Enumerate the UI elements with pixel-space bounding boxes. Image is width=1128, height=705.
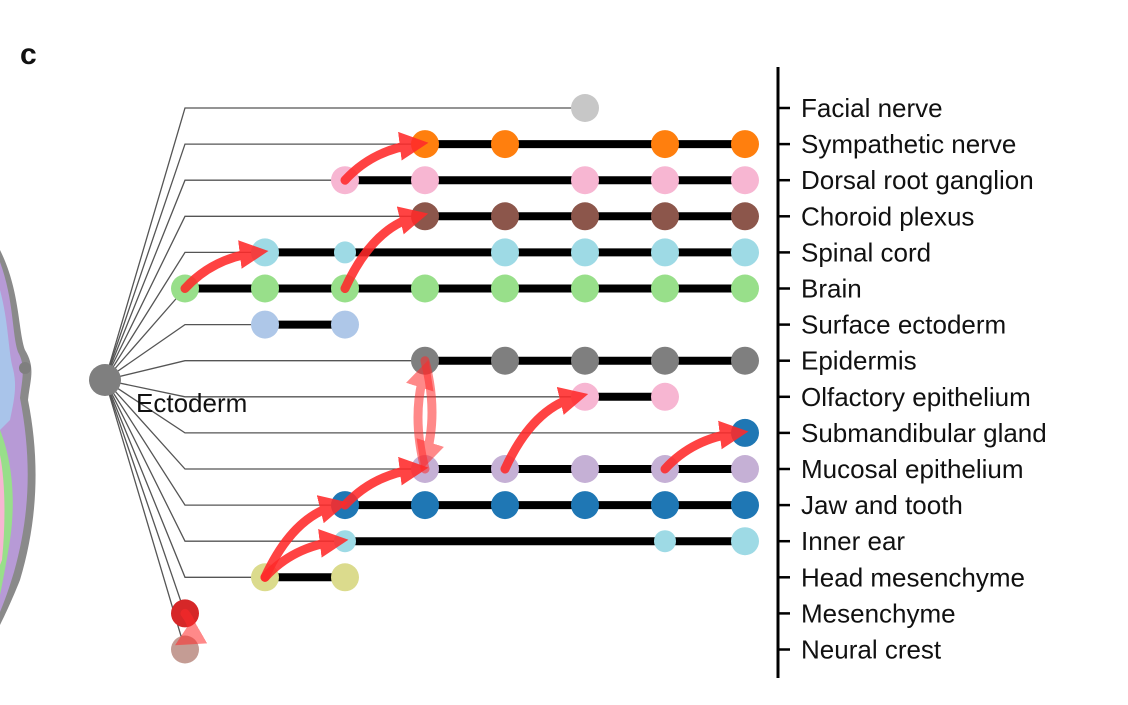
cell-state-node [651, 274, 679, 303]
branch-line [104, 107, 585, 381]
cell-state-node [651, 166, 679, 195]
cell-state-node [731, 274, 759, 303]
row-label: Submandibular gland [801, 418, 1047, 448]
branch-line [104, 379, 265, 578]
transition-arrow [340, 131, 429, 185]
branch-line [104, 379, 186, 650]
row-label: Mesenchyme [801, 598, 956, 628]
tree-branches [104, 107, 745, 650]
row-label: Dorsal root ganglion [801, 165, 1034, 195]
cell-state-node [571, 94, 599, 122]
branch-line [104, 179, 345, 381]
row-label: Facial nerve [801, 93, 943, 123]
cell-state-node [651, 202, 679, 231]
cell-state-node [331, 310, 359, 339]
cell-state-node [411, 166, 439, 195]
cell-state-node [571, 346, 599, 375]
row-label: Sympathetic nerve [801, 129, 1016, 159]
row-axis [776, 67, 790, 678]
branch-line [104, 143, 425, 381]
cell-state-node [411, 491, 439, 520]
cell-state-node [571, 455, 599, 483]
cell-state-node [491, 274, 519, 303]
transition-arrows [175, 131, 749, 646]
root-node [89, 364, 121, 396]
cell-state-node [731, 455, 759, 483]
cell-state-node [411, 274, 439, 303]
transition-arrow [500, 386, 589, 474]
cell-state-node [731, 346, 759, 375]
row-label: Mucosal epithelium [801, 454, 1024, 484]
transition-arrow [175, 608, 208, 646]
cell-state-node [491, 238, 519, 267]
cell-state-node [651, 491, 679, 520]
cell-state-node [491, 346, 519, 375]
cell-state-node [651, 382, 679, 411]
branch-line [104, 379, 745, 434]
transition-arrow [340, 206, 429, 293]
branch-line [104, 360, 425, 381]
panel-label: c [20, 38, 37, 71]
cell-state-node [491, 491, 519, 520]
cell-state-node [334, 241, 356, 264]
cell-state-node [571, 491, 599, 520]
row-label: Head mesenchyme [801, 562, 1025, 592]
cell-state-node [731, 491, 759, 520]
transition-arrow [180, 240, 269, 293]
cell-state-node [731, 130, 759, 159]
row-label: Jaw and tooth [801, 490, 963, 520]
cell-state-node [251, 310, 279, 339]
cell-state-node [571, 274, 599, 303]
row-label: Spinal cord [801, 237, 931, 267]
cell-state-node [571, 166, 599, 195]
row-label: Inner ear [801, 526, 905, 556]
cell-state-node [731, 202, 759, 231]
transition-arrow [260, 529, 349, 582]
transition-arrow [416, 356, 444, 470]
transition-arrow [340, 456, 429, 510]
cell-state-node [571, 202, 599, 231]
cell-state-node [251, 274, 279, 303]
branch-line [104, 379, 345, 506]
transition-arrow [260, 495, 349, 582]
cell-state-node [331, 563, 359, 592]
cell-state-node [731, 166, 759, 195]
cell-state-node [654, 530, 676, 553]
root-label: Ectoderm [136, 388, 247, 418]
cell-state-node [651, 130, 679, 159]
branch-line [104, 379, 585, 398]
cell-state-node [491, 130, 519, 159]
cell-state-node [571, 238, 599, 267]
branch-line [104, 288, 186, 381]
cell-state-node [651, 238, 679, 267]
row-label: Epidermis [801, 346, 917, 376]
row-label: Neural crest [801, 635, 942, 665]
cell-state-node [651, 346, 679, 375]
branch-line [104, 379, 186, 614]
row-label: Choroid plexus [801, 201, 974, 231]
cell-state-node [731, 527, 759, 556]
row-label: Olfactory epithelium [801, 382, 1031, 412]
branch-line [104, 215, 425, 381]
branch-line [104, 323, 265, 381]
cell-state-node [491, 202, 519, 231]
branch-line [104, 379, 425, 470]
transition-arrow [660, 420, 749, 474]
cell-state-node [731, 238, 759, 267]
row-label: Surface ectoderm [801, 310, 1006, 340]
row-label: Brain [801, 274, 862, 304]
embryo-section-image [0, 250, 36, 625]
